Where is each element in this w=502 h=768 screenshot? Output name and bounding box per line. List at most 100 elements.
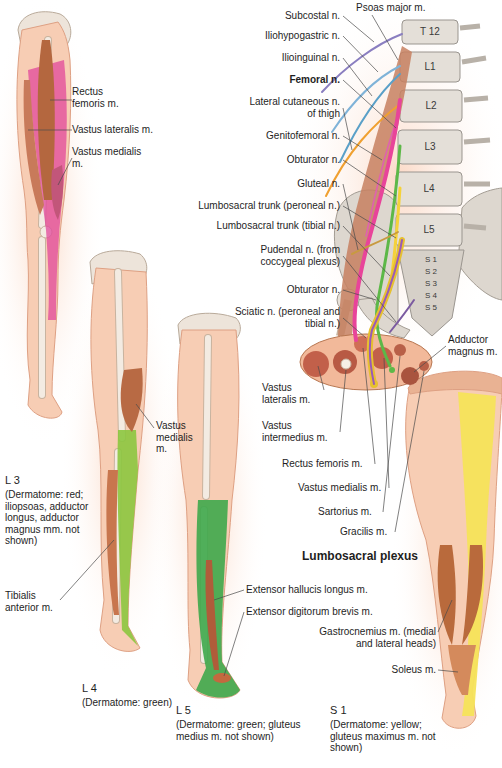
leader-line	[363, 348, 375, 464]
dermatome-note: (Dermatome: green)	[82, 697, 182, 709]
nerve-label: Iliohypogastric n.	[150, 30, 340, 42]
vertebra	[398, 130, 462, 164]
vertebra-label: S 5	[414, 303, 448, 312]
leader-line	[438, 600, 452, 632]
vertebra-label: L4	[396, 183, 462, 195]
vertebra-label: L2	[400, 100, 462, 112]
sciatic-nerve	[370, 240, 402, 384]
section-muscle	[303, 351, 329, 377]
muscle-label: Psoas major m.	[356, 2, 446, 14]
nerve-label: Lumbosacral trunk (tibial n.)	[150, 220, 340, 232]
leader-line	[343, 58, 372, 96]
sciatic-nerve-core	[370, 240, 402, 384]
leader-line	[343, 256, 396, 322]
leader-line	[340, 370, 346, 432]
vastus-medialis-muscle	[51, 165, 63, 220]
vertebra-label: L5	[396, 224, 462, 236]
dermatome-note: (Dermatome: red; iliopsoas, adductor lon…	[5, 489, 89, 547]
leader-line	[343, 226, 390, 276]
nerve-label: Genitofemoral n.	[150, 130, 340, 142]
nerve-label: Lumbosacral trunk (peroneal n.)	[150, 200, 340, 212]
leader-line	[50, 100, 72, 101]
leader-line	[58, 158, 72, 185]
ilium	[458, 188, 502, 300]
vertebra	[396, 172, 462, 206]
section-muscle	[333, 350, 357, 374]
l4-dermatome	[117, 430, 138, 646]
skin-glow	[148, 300, 268, 720]
dermatome-level: L 3	[5, 474, 45, 487]
gastrocnemius-muscle	[438, 545, 456, 645]
muscle-label: Rectus femoris m.	[72, 86, 132, 109]
leader-line	[28, 130, 72, 131]
nerve-label: Ilioinguinal n.	[150, 52, 340, 64]
vertebra	[402, 20, 458, 44]
leg-outline	[17, 22, 71, 418]
leader-line	[372, 15, 398, 60]
extensor-hallucis-longus-muscle	[205, 560, 219, 670]
dermatome-level: L 5	[176, 704, 216, 717]
muscle-label: Soleus m.	[376, 664, 436, 676]
dermatome-note: (Dermatome: yellow; gluteus maximus m. n…	[330, 719, 442, 754]
dermatome-note: (Dermatome: green; gluteus medius m. not…	[176, 719, 316, 742]
leader-line	[343, 136, 382, 160]
thigh-cross-section	[300, 334, 432, 390]
l5-leg	[178, 313, 241, 698]
iliohypogastric-nerve	[332, 66, 400, 132]
muscle-label: Adductor magnus m.	[448, 334, 502, 357]
femur-section	[341, 359, 351, 369]
leader-line	[343, 36, 378, 72]
leader-lines	[28, 15, 458, 676]
leader-line	[395, 371, 424, 532]
vastus-lateralis-muscle	[24, 80, 44, 215]
vertebra-label: S 4	[412, 291, 450, 300]
leader-line	[343, 16, 374, 42]
muscle-label: Gastrocnemius m. (medial and lateral hea…	[316, 626, 436, 649]
muscle-label: Sartorius m.	[318, 506, 398, 518]
nerve-label: Obturator n.	[150, 284, 340, 296]
leader-line	[343, 80, 396, 128]
l4-leg	[90, 251, 147, 652]
nerve-label: Obturator n.	[150, 154, 340, 166]
muscle-label: Vastus medialis m.	[298, 482, 398, 494]
vertebra-label: L1	[400, 61, 460, 73]
section-outline	[300, 334, 432, 390]
leader-line	[343, 318, 366, 338]
muscle-label: Vastus intermedius m.	[262, 420, 338, 443]
leader-line	[438, 670, 458, 672]
leader-line	[224, 612, 244, 676]
nerve-label: Subcostal n.	[150, 10, 340, 22]
muscle-label: Vastus medialis m.	[156, 420, 206, 455]
vertebra	[400, 90, 462, 122]
pudendal-nerve	[390, 300, 414, 332]
leader-line	[136, 404, 154, 428]
nerve-label: Pudendal n. (from coccygeal plexus)	[226, 244, 340, 267]
vertebra	[396, 214, 462, 246]
transverse-process	[460, 26, 490, 228]
muscle-label: Vastus lateralis m.	[262, 382, 324, 405]
muscle-label: Extensor digitorum brevis m.	[246, 606, 406, 618]
leader-line	[383, 356, 400, 512]
muscle-label: Tibialis anterior m.	[5, 590, 67, 613]
leader-line	[60, 540, 114, 600]
leader-line	[343, 160, 396, 196]
psoas-muscle	[338, 46, 412, 336]
leader-line	[318, 366, 324, 390]
vertebra-label: S 3	[410, 279, 452, 288]
muscle-label: Rectus femoris m.	[282, 458, 382, 470]
leader-line	[214, 590, 244, 600]
leader-line	[384, 358, 389, 488]
soleus-muscle	[448, 645, 476, 695]
nerve-label: Sciatic n. (peroneal and tibial n.)	[226, 306, 340, 329]
leg-outline	[91, 268, 147, 651]
dermatome-level: S 1	[330, 704, 370, 717]
gastrocnemius-muscle	[462, 545, 483, 645]
vertebra-label: T 12	[402, 26, 458, 38]
section-muscle	[419, 361, 429, 371]
leg-outline	[406, 385, 502, 728]
leader-line	[343, 290, 376, 300]
vertebra-label: L3	[398, 141, 462, 153]
